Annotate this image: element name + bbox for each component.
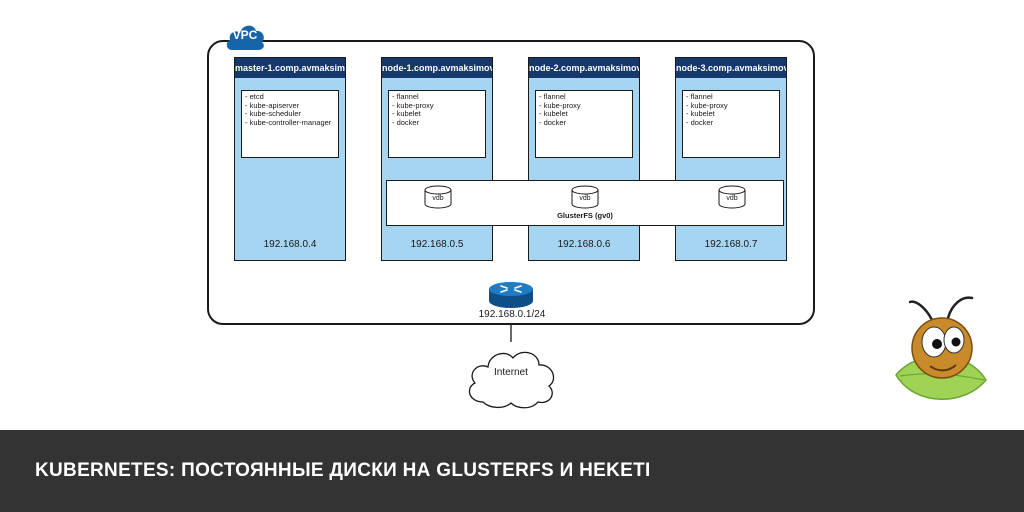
service-item: - kube-scheduler	[245, 109, 301, 119]
service-item: - kube-proxy	[539, 100, 581, 110]
vpc-cloud-icon	[226, 25, 264, 50]
disk-cylinder-icon	[718, 185, 746, 209]
worker-node-1: node-1.comp.avmaksimov.ru - flannel - ku…	[381, 57, 493, 261]
worker-node-2: node-2.comp.avmaksimov.ru - flannel - ku…	[528, 57, 640, 261]
node-hostname: master-1.comp.avmaksimov.ru	[235, 58, 345, 78]
node-ip: 192.168.0.4	[263, 239, 317, 250]
service-item: - kube-proxy	[392, 100, 434, 110]
vpc-badge: VPC	[224, 18, 266, 52]
internet-cloud-icon	[468, 351, 555, 409]
disk-vdb-3: vdb	[717, 185, 747, 209]
disk-cylinder-icon	[571, 185, 599, 209]
service-list: - flannel - kube-proxy - kubelet - docke…	[388, 90, 486, 158]
vpc-label: VPC	[232, 28, 258, 42]
service-list: - flannel - kube-proxy - kubelet - docke…	[682, 90, 780, 158]
architecture-diagram: VPC master-1.comp.avmaksimov.ru - etcd -…	[207, 18, 987, 409]
node-hostname: node-2.comp.avmaksimov.ru	[529, 58, 639, 78]
worker-node-3: node-3.comp.avmaksimov.ru - flannel - ku…	[675, 57, 787, 261]
title-banner	[0, 430, 1024, 512]
service-item: - flannel	[392, 92, 419, 101]
router-icon	[489, 282, 533, 308]
disk-cylinder-icon	[424, 185, 452, 209]
disk-vdb-2: vdb	[570, 185, 600, 209]
service-item: - kubelet	[392, 109, 421, 119]
master-node: master-1.comp.avmaksimov.ru - etcd - kub…	[234, 57, 346, 261]
node-ip: 192.168.0.7	[704, 239, 758, 250]
internet-label: Internet	[494, 367, 528, 378]
service-item: - kubelet	[539, 109, 568, 119]
ant-mascot-logo	[895, 296, 987, 400]
service-item: - kube-controller-manager	[245, 117, 332, 127]
service-item: - etcd	[245, 92, 264, 101]
node-hostname: node-1.comp.avmaksimov.ru	[382, 58, 492, 78]
service-item: - flannel	[539, 92, 566, 101]
glusterfs-volume: vdb vdb vdb GlusterFS (gv0)	[386, 180, 784, 226]
glusterfs-label: GlusterFS (gv0)	[557, 211, 613, 220]
node-ip: 192.168.0.6	[557, 239, 611, 250]
disk-label: vdb	[726, 195, 738, 202]
service-item: - docker	[686, 117, 714, 127]
disk-label: vdb	[579, 195, 591, 202]
service-item: - docker	[392, 117, 420, 127]
service-list: - flannel - kube-proxy - kubelet - docke…	[535, 90, 633, 158]
page-title: KUBERNETES: ПОСТОЯННЫЕ ДИСКИ НА GLUSTERF…	[35, 460, 651, 481]
disk-label: vdb	[432, 195, 444, 202]
service-item: - kubelet	[686, 109, 715, 119]
router-ip: 192.168.0.1/24	[478, 309, 546, 320]
service-item: - docker	[539, 117, 567, 127]
service-item: - kube-apiserver	[245, 100, 300, 110]
node-hostname: node-3.comp.avmaksimov.ru	[676, 58, 786, 78]
service-list: - etcd - kube-apiserver - kube-scheduler…	[241, 90, 339, 158]
service-item: - kube-proxy	[686, 100, 728, 110]
disk-vdb-1: vdb	[423, 185, 453, 209]
node-ip: 192.168.0.5	[410, 239, 464, 250]
service-item: - flannel	[686, 92, 713, 101]
